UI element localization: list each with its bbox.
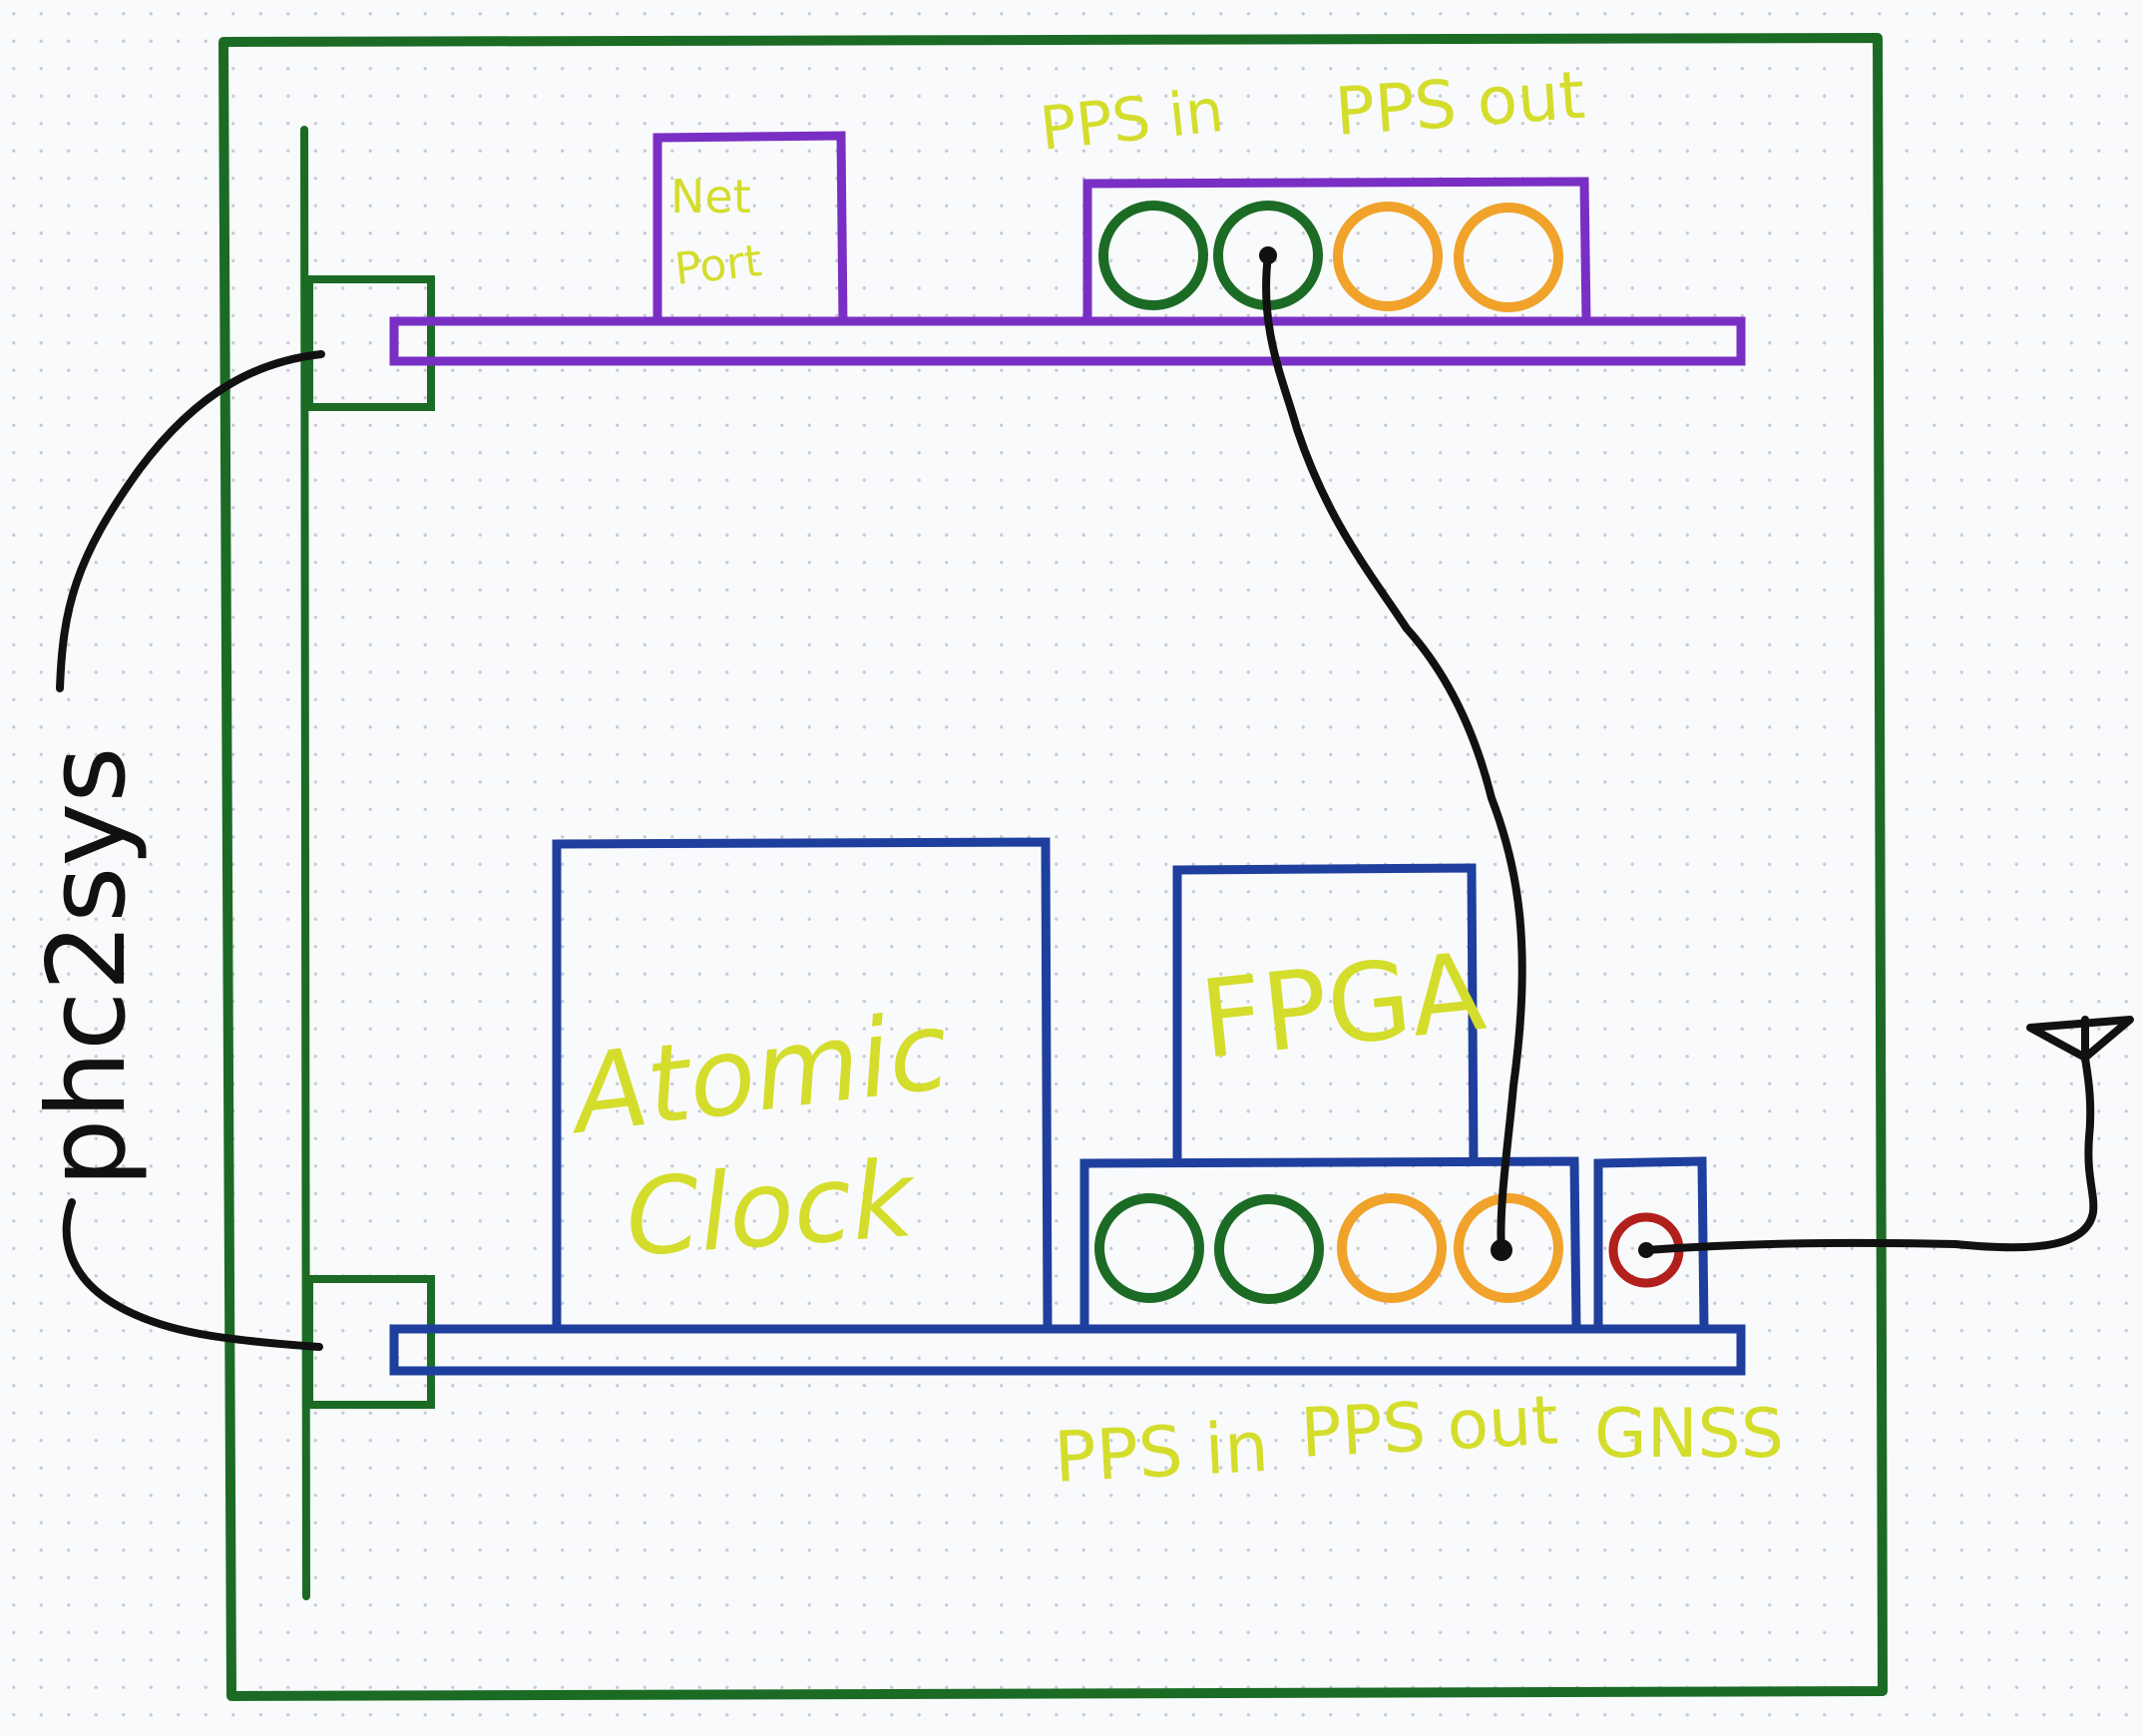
net-port-block [652,131,848,324]
bottom-pps-out-port-1[interactable] [1337,1193,1447,1303]
net-label: Net [670,170,751,223]
antenna-icon [2026,1016,2134,1064]
top-pps-out-label: PPS out [1333,57,1587,151]
top-pps-out-port-1[interactable] [1333,202,1443,311]
top-connector-bracket [1082,177,1591,322]
bottom-connector-bracket [1079,1156,1581,1328]
pps-cable [1262,251,1526,1254]
bottom-backplane-connector [305,1275,435,1409]
bottom-pps-out-label: PPS out [1299,1382,1560,1474]
fpga-module [1172,863,1479,1164]
port-label: Port [672,235,764,295]
phc2sys-arc-bottom [62,1198,323,1351]
bottom-pps-in-label: PPS in [1053,1406,1271,1499]
chassis-outline [218,33,1888,1701]
top-pps-in-port-1[interactable] [1098,201,1208,310]
phc2sys-arc-top [56,350,325,692]
gnss-cable-end [1638,1242,1654,1258]
atomic-clock-module [552,837,1053,1328]
top-backplane-connector [305,275,435,411]
bottom-pps-in-port-1[interactable] [1094,1193,1204,1303]
phc2sys-label: phc2sys [25,746,150,1187]
bottom-pps-out-port-2[interactable] [1454,1193,1563,1303]
bottom-pps-in-port-2[interactable] [1214,1194,1324,1304]
top-pps-in-label: PPS in [1037,76,1227,165]
gnss-label: GNSS [1594,1395,1784,1474]
fpga-label: FPGA [1195,930,1491,1084]
bottom-card-board [389,1324,1746,1376]
top-pps-out-port-2[interactable] [1454,203,1563,312]
clock-label: Clock [622,1137,920,1280]
pps-cable-end-top [1259,246,1277,264]
top-card-board [389,316,1746,366]
gnss-antenna-cable [1642,1054,2098,1254]
pps-cable-end-bottom [1491,1239,1512,1261]
atomic-label: Atomic [561,989,955,1159]
